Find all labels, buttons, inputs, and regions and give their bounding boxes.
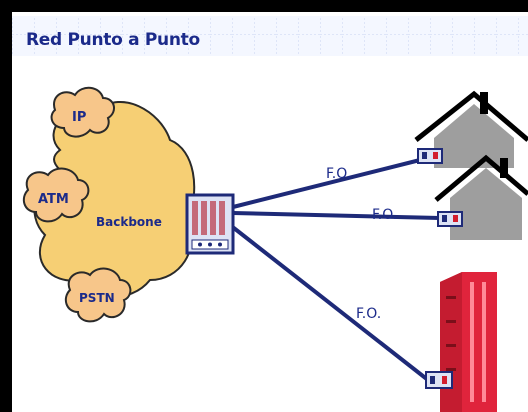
link-house-2 (232, 211, 441, 220)
link-label-3: F.O. (356, 306, 381, 322)
modem-building (425, 371, 453, 389)
house-2 (434, 154, 528, 240)
ip-cloud: IP (50, 86, 115, 138)
network-diagram: Backbone IP ATM PSTN (22, 86, 528, 412)
title-bar: Red Punto a Punto (12, 12, 528, 60)
pstn-label: PSTN (79, 291, 115, 305)
link-label-2: F.O. (372, 207, 397, 223)
link-house-1 (232, 158, 421, 209)
link-label-1: F.O. (326, 166, 351, 182)
atm-cloud: ATM (22, 167, 90, 223)
modem-house-1 (417, 148, 443, 164)
atm-label: ATM (38, 192, 69, 207)
page-title: Red Punto a Punto (26, 30, 200, 50)
building (440, 272, 497, 412)
link-building (228, 223, 430, 382)
pstn-cloud: PSTN (64, 267, 132, 323)
router-device (185, 193, 235, 255)
slide: Red Punto a Punto Backbone IP ATM (12, 12, 528, 412)
modem-house-2 (437, 211, 463, 227)
backbone-label: Backbone (96, 215, 162, 229)
ip-label: IP (72, 110, 86, 125)
title-grid (12, 16, 528, 56)
house-1 (414, 90, 528, 168)
